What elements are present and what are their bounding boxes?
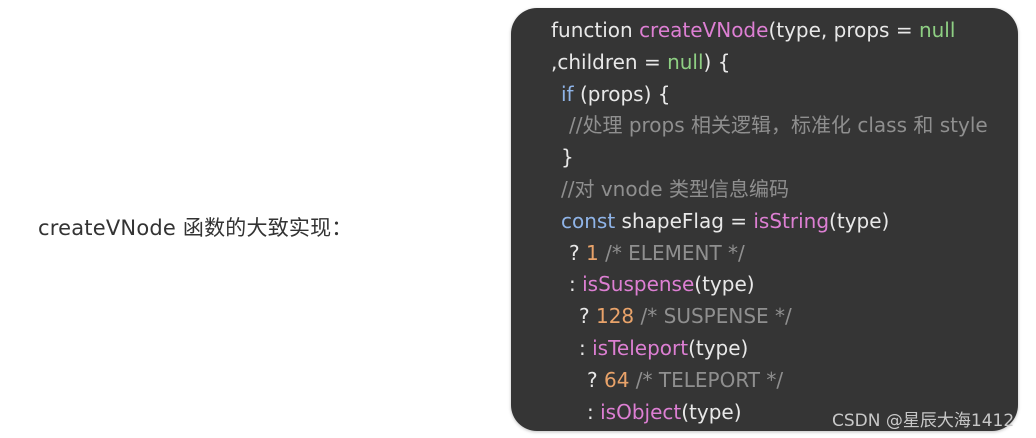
code-line: }: [561, 141, 574, 173]
code-token: ?: [587, 367, 604, 392]
code-line: ? 64 /* TELEPORT */: [587, 364, 783, 396]
code-token: //对 vnode 类型信息编码: [561, 177, 789, 201]
code-line: const shapeFlag = isString(type): [561, 205, 889, 237]
code-line: : isObject(type): [587, 396, 742, 428]
code-line: if (props) {: [561, 78, 670, 110]
description-label: createVNode 函数的大致实现：: [38, 216, 353, 240]
code-token: (type): [681, 399, 742, 424]
code-token: :: [587, 399, 601, 424]
code-line: //对 vnode 类型信息编码: [561, 173, 789, 205]
code-token: 1: [585, 240, 599, 265]
code-token: }: [561, 145, 574, 170]
code-token: /* TELEPORT */: [629, 367, 784, 392]
code-line: function createVNode(type, props = null: [551, 14, 955, 46]
code-token: ,children =: [551, 49, 668, 74]
code-token: :: [579, 336, 593, 360]
code-token: 128: [595, 304, 635, 329]
code-token: ?: [579, 304, 596, 329]
code-line: : isSuspense(type): [569, 268, 755, 300]
code-token: :: [569, 272, 583, 297]
code-token: isTeleport: [592, 336, 689, 360]
code-token: null: [918, 18, 956, 42]
code-token: //处理 props 相关逻辑，标准化 class 和 style: [569, 113, 988, 138]
code-token: if: [561, 81, 574, 106]
code-snippet-card: function createVNode(type, props = null,…: [511, 8, 1018, 431]
code-token: 64: [603, 367, 630, 392]
code-token: (type, props =: [768, 18, 919, 42]
code-token: isSuspense: [582, 272, 695, 297]
code-token: ) {: [703, 49, 731, 74]
code-token: function: [551, 18, 640, 42]
code-line: ? 1 /* ELEMENT */: [569, 237, 745, 269]
code-token: ?: [569, 240, 586, 265]
code-token: (type): [688, 336, 749, 360]
csdn-watermark: CSDN @星辰大海1412: [832, 411, 1015, 431]
code-token: (type): [829, 208, 890, 233]
code-token: null: [667, 49, 704, 74]
code-token: /* ELEMENT */: [598, 240, 745, 265]
code-token: createVNode: [639, 18, 769, 42]
code-token: shapeFlag =: [615, 208, 754, 233]
code-token: isObject: [600, 399, 682, 424]
code-token: const: [561, 208, 616, 233]
code-token: /* SUSPENSE */: [634, 304, 792, 329]
code-line: ? 128 /* SUSPENSE */: [579, 300, 792, 332]
code-token: (props) {: [573, 81, 671, 106]
code-line: //处理 props 相关逻辑，标准化 class 和 style: [569, 109, 988, 141]
code-token: (type): [694, 272, 755, 297]
code-token: isString: [753, 208, 830, 233]
code-line: ,children = null) {: [551, 46, 730, 78]
code-line: : isTeleport(type): [579, 332, 748, 364]
